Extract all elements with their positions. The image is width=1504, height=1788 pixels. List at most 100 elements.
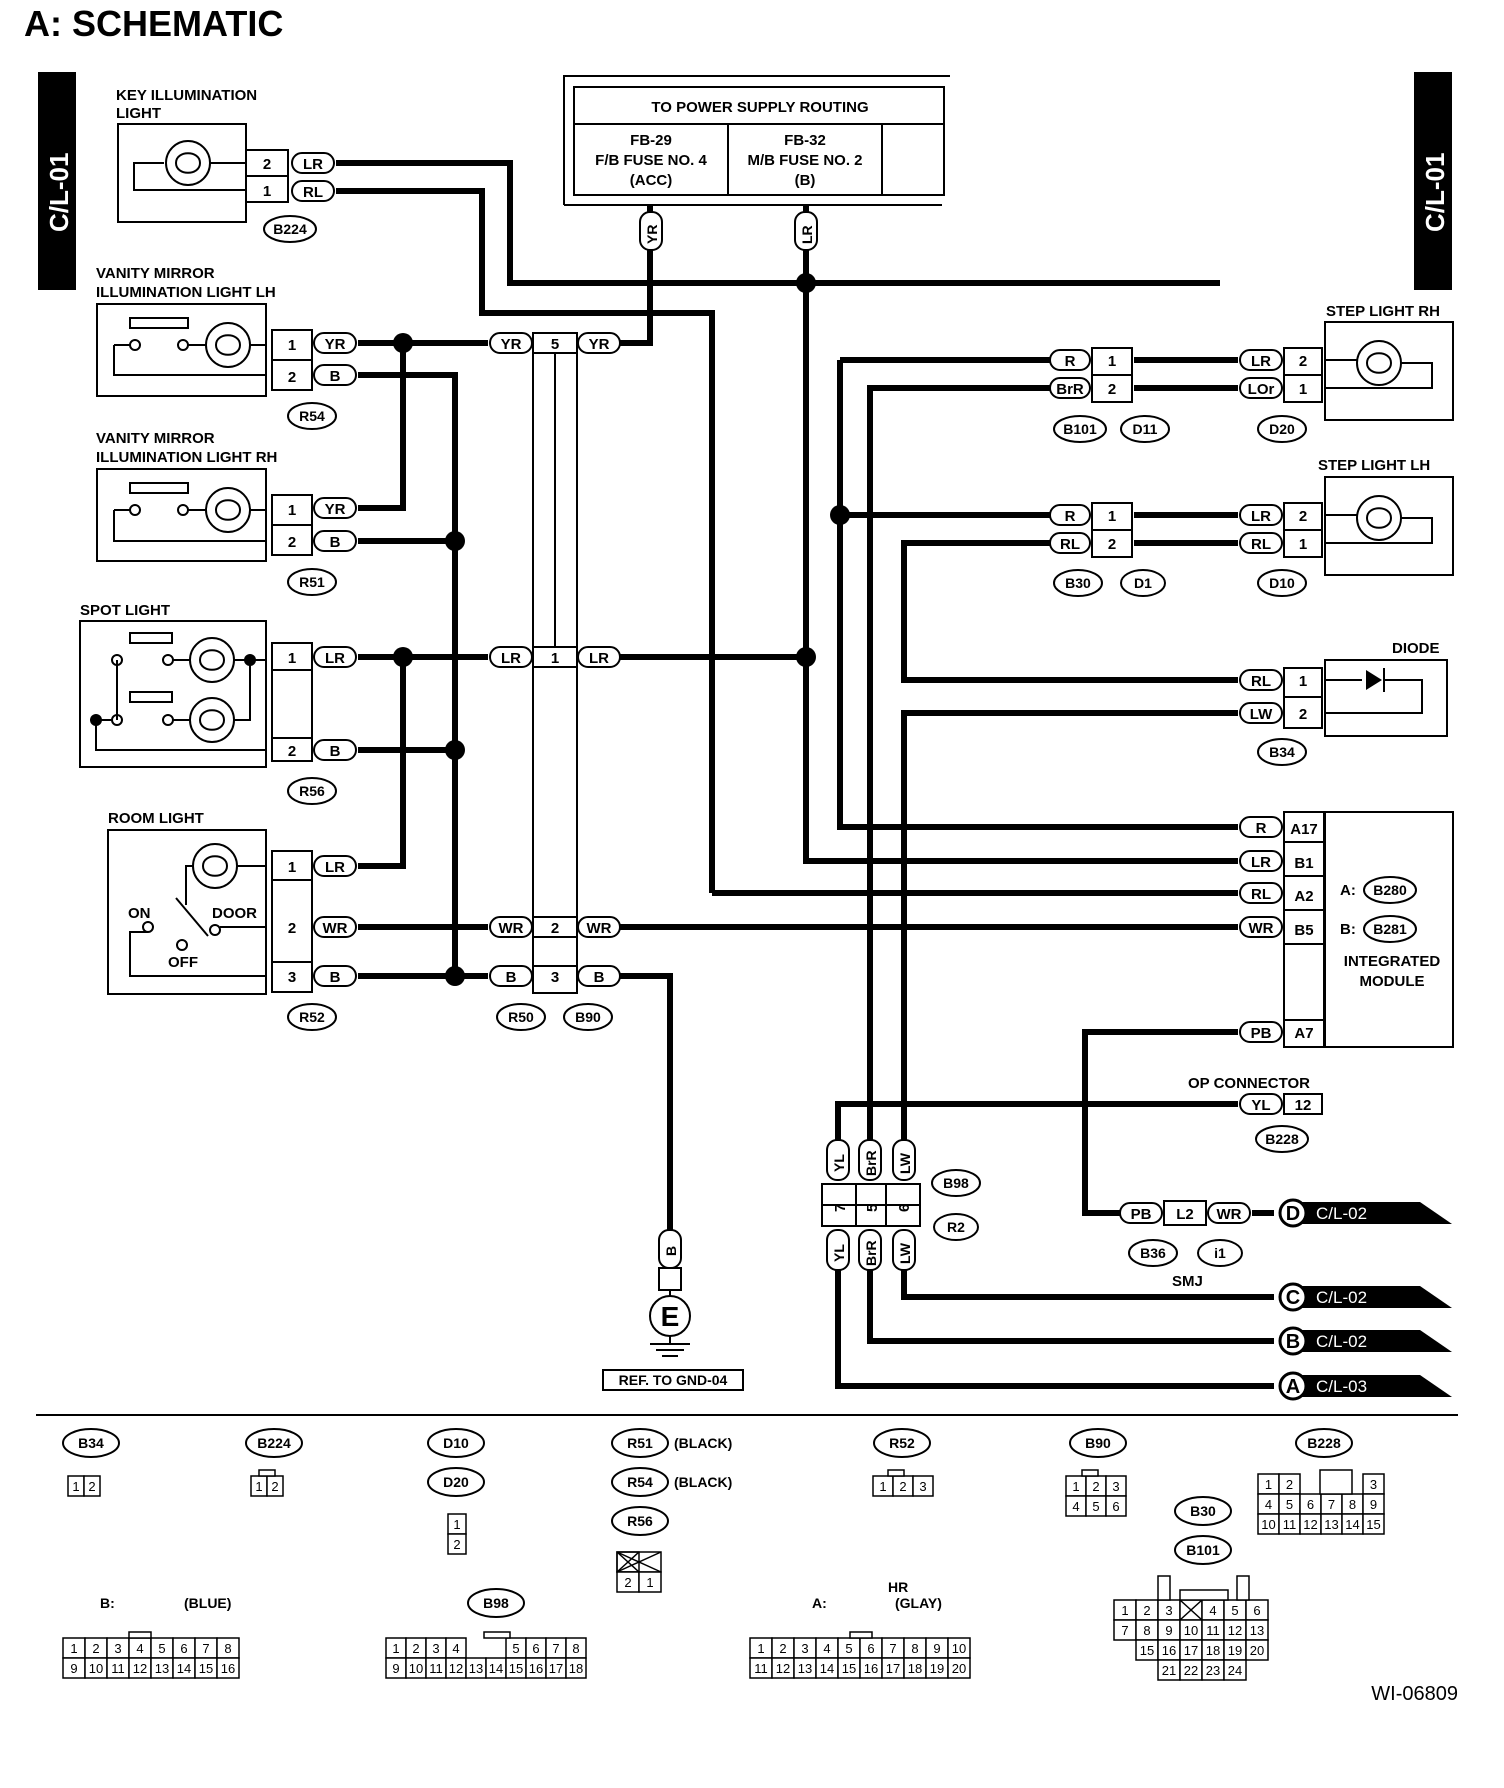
right-page-tab: C/L-01: [1414, 72, 1452, 290]
room-on-label: ON: [128, 905, 151, 922]
im-ref-b-label: B:: [1340, 921, 1356, 938]
figure-id: WI-06809: [1371, 1683, 1458, 1705]
schematic-title: A: SCHEMATIC: [24, 3, 283, 44]
b101-wire-r: R: [1065, 353, 1076, 370]
legend-pin: 15: [509, 1661, 523, 1676]
legend-pin: 5: [158, 1641, 165, 1656]
legend-pin: 2: [271, 1479, 278, 1494]
legend-pin: 17: [886, 1661, 900, 1676]
legend-pin: 7: [202, 1641, 209, 1656]
vlh-wire-yr: YR: [325, 336, 346, 353]
b30-wire-r: R: [1065, 508, 1076, 525]
legend-pin: 11: [429, 1661, 443, 1676]
legend-pin: 10: [952, 1641, 966, 1656]
connector-i1: i1: [1214, 1245, 1226, 1261]
legend-pin: 14: [820, 1661, 834, 1676]
legend-r52-label: R52: [889, 1435, 915, 1451]
d10-pin-2: 2: [1299, 508, 1307, 525]
vanity-rh-title-2: ILLUMINATION LIGHT RH: [96, 449, 277, 466]
legend-b281-prefix: B:: [100, 1595, 115, 1611]
legend-pin: 13: [1324, 1517, 1338, 1532]
power-supply-box: TO POWER SUPPLY ROUTING FB-29 F/B FUSE N…: [563, 75, 950, 251]
legend-pin: 15: [1366, 1517, 1380, 1532]
b34-wire-lw: LW: [1250, 706, 1273, 723]
legend-pin: 12: [1228, 1623, 1242, 1638]
smj-pin-l2: L2: [1176, 1206, 1194, 1223]
diode: DIODE RL LW 1 2 B34: [1239, 640, 1448, 766]
connector-r50: R50: [508, 1009, 534, 1025]
legend-pin: 23: [1206, 1663, 1220, 1678]
legend-d20-label: D20: [443, 1474, 469, 1490]
connector-r51: R51: [299, 574, 325, 590]
legend-b34: B34: [62, 1428, 120, 1458]
legend-pin: 3: [801, 1641, 808, 1656]
legend-pin: 12: [776, 1661, 790, 1676]
fuse1-line1: FB-29: [630, 132, 672, 149]
legend-d10-label: D10: [443, 1435, 469, 1451]
im-wire-r: R: [1256, 820, 1267, 837]
legend-b280-prefix: A:: [812, 1595, 827, 1611]
offpage-circle: [1278, 1198, 1308, 1228]
legend-pin: 13: [469, 1661, 483, 1676]
connector-b36: B36: [1140, 1245, 1166, 1261]
fuse1-line3: (ACC): [630, 172, 673, 189]
legend-pin: 1: [1072, 1479, 1079, 1494]
legend-b228: B228: [1295, 1428, 1353, 1458]
legend-r56-label: R56: [627, 1513, 653, 1529]
legend-pin: 13: [1250, 1623, 1264, 1638]
legend-pin: 10: [409, 1661, 423, 1676]
left-page-tab: C/L-01: [38, 72, 76, 290]
legend-pin: 5: [1231, 1603, 1238, 1618]
legend-b98: B98: [467, 1588, 525, 1618]
legend-pin: 14: [1345, 1517, 1359, 1532]
legend-pin: 15: [199, 1661, 213, 1676]
vanity-mirror-rh: VANITY MIRROR ILLUMINATION LIGHT RH 1 2 …: [96, 430, 357, 596]
connector-d20: D20: [1269, 421, 1295, 437]
vanity-lh-title-1: VANITY MIRROR: [96, 265, 215, 282]
legend-b228-label: B228: [1307, 1435, 1341, 1451]
legend-pin: 17: [1184, 1643, 1198, 1658]
legend-pin: 2: [899, 1479, 906, 1494]
legend-r51-label: R51: [627, 1435, 653, 1451]
key-pin-2: 2: [263, 156, 271, 173]
room-light: ROOM LIGHT ON OFF DOOR 1 2 3 LR WR B R52: [107, 810, 357, 1031]
legend-pin: 12: [133, 1661, 147, 1676]
legend-pin: 10: [89, 1661, 103, 1676]
left-page-tab-label: C/L-01: [44, 153, 74, 232]
spot-title: SPOT LIGHT: [80, 602, 170, 619]
offpage-circle: [1278, 1282, 1308, 1312]
d10-wire-lr: LR: [1251, 508, 1271, 525]
im-pin-a17: A17: [1290, 821, 1318, 838]
legend-pin: 3: [1112, 1479, 1119, 1494]
legend-pin: 2: [1092, 1479, 1099, 1494]
legend-r51: R51: [611, 1428, 669, 1458]
fuse2-line3: (B): [795, 172, 816, 189]
im-wire-pb: PB: [1251, 1025, 1272, 1042]
offpage-arrow: [1290, 1375, 1452, 1397]
b98-wire-brr-bot: BrR: [863, 1240, 879, 1266]
room-wire-b: B: [330, 969, 341, 986]
im-pin-a2: A2: [1294, 888, 1313, 905]
legend-pin: 4: [1072, 1499, 1079, 1514]
legend-pin: 18: [908, 1661, 922, 1676]
legend-pin: 24: [1228, 1663, 1242, 1678]
im-ref-a-label: A:: [1340, 882, 1356, 899]
step-lh-title: STEP LIGHT LH: [1318, 457, 1430, 474]
legend-b30-label: B30: [1190, 1503, 1216, 1519]
b98-wire-yl-bot: YL: [831, 1244, 847, 1262]
connector-b98-r2: YL BrR LW 7 5 6 YL BrR LW B98 R2: [821, 1139, 981, 1271]
room-off-label: OFF: [168, 954, 198, 971]
legend-pin: 1: [255, 1479, 262, 1494]
b34-pin-2: 2: [1299, 706, 1307, 723]
legend-d20: D20: [427, 1467, 485, 1497]
b98-wire-brr-top: BrR: [863, 1150, 879, 1176]
legend-r56: R56: [611, 1506, 669, 1536]
room-pin-1: 1: [288, 859, 296, 876]
